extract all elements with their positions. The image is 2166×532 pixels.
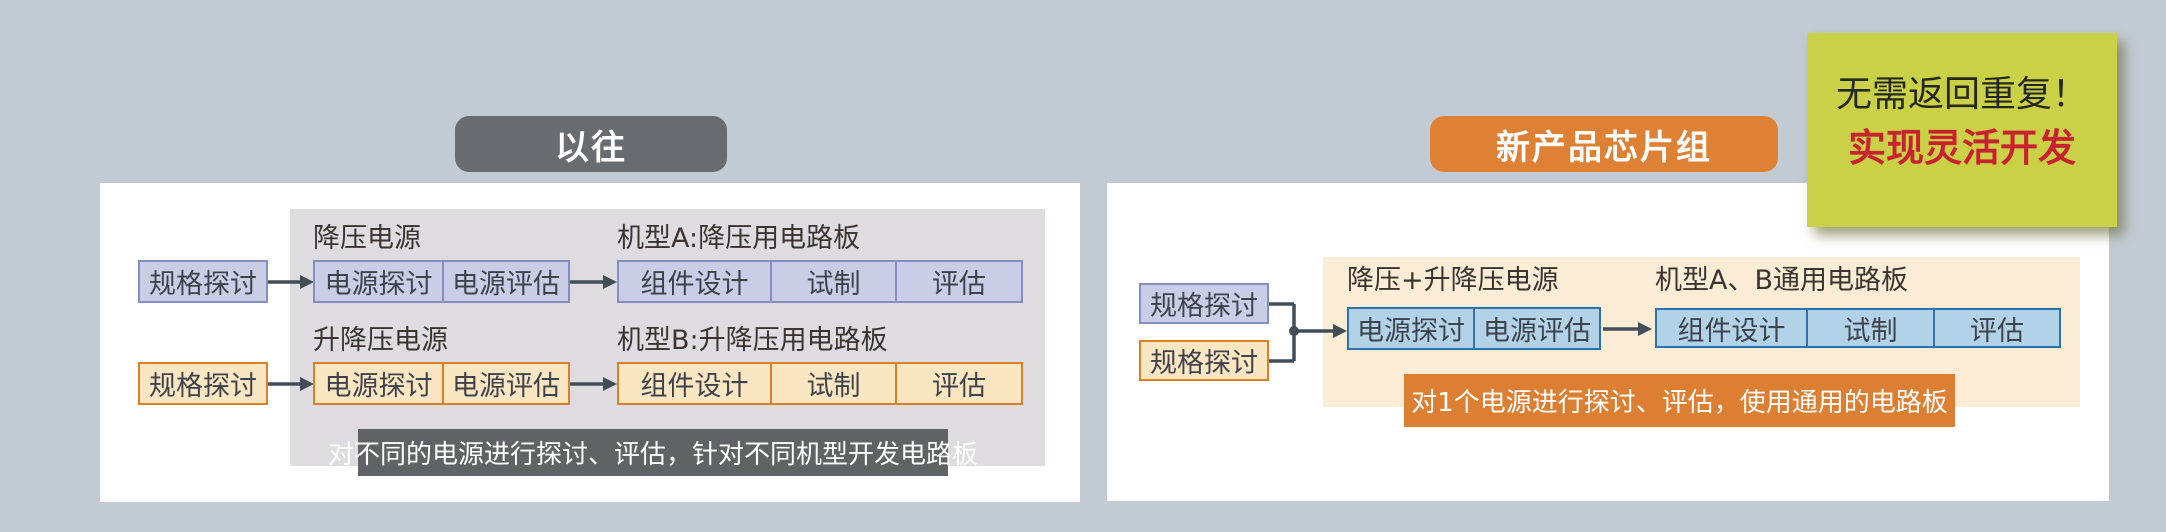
left-row1-power-unit: 电源探讨 电源评估	[313, 260, 570, 303]
left-row2-power-step: 电源探讨	[324, 371, 433, 402]
left-row1-spec-box: 规格探讨	[138, 260, 268, 303]
flow-arrow	[570, 275, 617, 289]
left-caption-text: 对不同的电源进行探讨、评估，针对不同机型开发电路板	[328, 440, 979, 470]
right-caption: 对1个电源进行探讨、评估，使用通用的电路板	[1404, 374, 1955, 427]
left-row1-board-step: 评估	[895, 262, 1021, 301]
left-row1-board-unit: 组件设计 试制 评估	[617, 260, 1023, 303]
left-row1-board-step: 试制	[770, 262, 895, 301]
right-power-unit: 电源探讨 电源评估	[1347, 307, 1601, 350]
left-caption: 对不同的电源进行探讨、评估，针对不同机型开发电路板	[328, 429, 978, 476]
callout-line2: 实现灵活开发	[1847, 126, 2076, 170]
left-row2-board-step: 试制	[770, 364, 895, 403]
left-row2-board-step: 评估	[895, 364, 1021, 403]
left-row2-board-label: 机型B:升降压用电路板	[617, 325, 888, 356]
right-caption-text: 对1个电源进行探讨、评估，使用通用的电路板	[1411, 388, 1948, 418]
merge-connector-arrow	[1269, 302, 1347, 363]
left-row1-power-step: 电源评估	[442, 262, 568, 301]
left-row1-board-step: 组件设计	[640, 269, 749, 300]
left-row2-power-step: 电源评估	[442, 364, 568, 403]
right-board-step: 试制	[1806, 310, 1933, 347]
flow-arrow	[570, 377, 617, 391]
right-power-step: 电源评估	[1473, 309, 1599, 348]
right-board-label: 机型A、B通用电路板	[1655, 265, 1908, 296]
right-spec-b-text: 规格探讨	[1150, 348, 1258, 379]
flow-arrow	[268, 377, 314, 391]
left-row2-power-label: 升降压电源	[313, 325, 448, 356]
left-row1-board-label: 机型A:降压用电路板	[617, 223, 861, 254]
right-header-badge: 新产品芯片组	[1430, 116, 1778, 172]
right-power-step: 电源探讨	[1357, 316, 1465, 347]
left-row1-power-label: 降压电源	[313, 223, 421, 254]
right-spec-box-b: 规格探讨	[1139, 340, 1269, 381]
left-row2-power-unit: 电源探讨 电源评估	[313, 362, 570, 405]
right-board-unit: 组件设计 试制 评估	[1655, 308, 2061, 348]
left-row1-power-step: 电源探讨	[324, 269, 433, 300]
right-spec-box-a: 规格探讨	[1139, 283, 1269, 324]
left-row1-spec-text: 规格探讨	[149, 269, 257, 300]
left-row2-board-unit: 组件设计 试制 评估	[617, 362, 1023, 405]
right-board-step: 评估	[1933, 310, 2059, 347]
left-header-label: 以往	[555, 127, 627, 168]
right-board-step: 组件设计	[1677, 315, 1786, 347]
right-power-label: 降压+升降压电源	[1347, 265, 1559, 296]
benefit-callout: 无需返回重复！ 实现灵活开发	[1807, 33, 2117, 227]
flow-arrow	[268, 275, 314, 289]
left-row2-spec-text: 规格探讨	[149, 371, 257, 402]
left-row2-spec-box: 规格探讨	[138, 362, 268, 405]
right-header-label: 新产品芯片组	[1496, 127, 1712, 168]
left-row2-board-step: 组件设计	[640, 371, 749, 402]
left-inner-panel	[290, 209, 1045, 466]
right-spec-a-text: 规格探讨	[1150, 291, 1258, 322]
left-header-badge: 以往	[455, 116, 727, 172]
flow-arrow	[1603, 322, 1652, 336]
callout-line1: 无需返回重复！	[1835, 74, 2088, 115]
